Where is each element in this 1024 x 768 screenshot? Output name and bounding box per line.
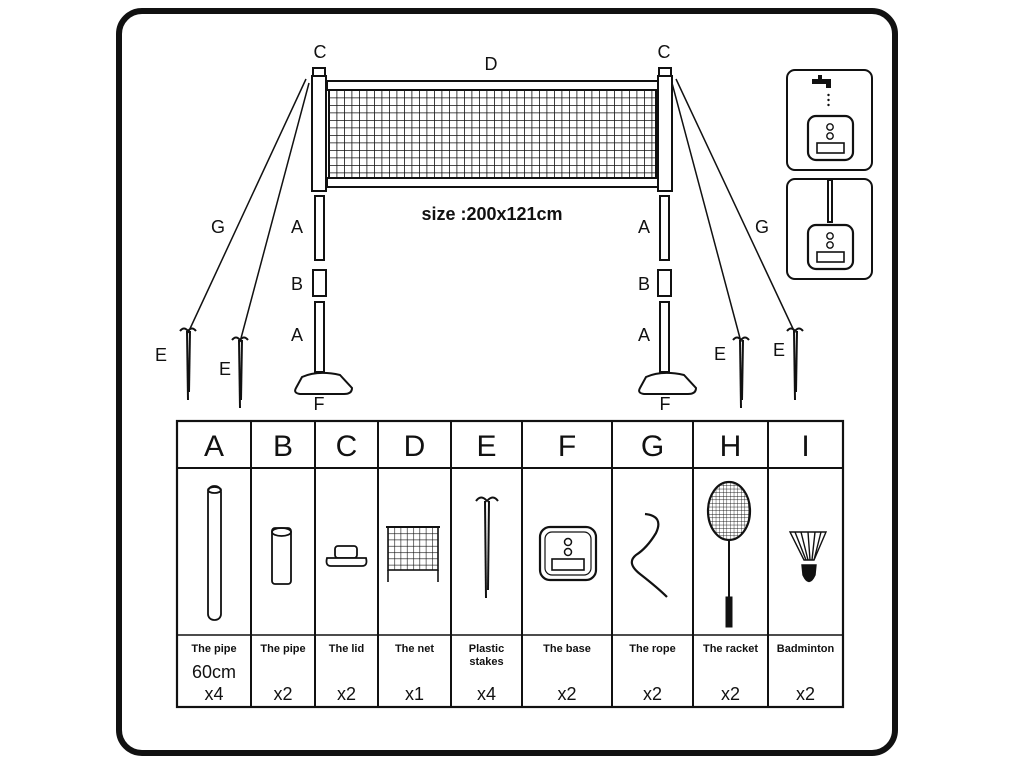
guy-ropes	[187, 78, 796, 343]
diagram-frame	[116, 8, 898, 756]
part-quantity: x4	[477, 684, 496, 704]
size-caption: size :200x121cm	[421, 204, 562, 224]
base-pole-icon	[806, 223, 855, 271]
left-pole-top	[311, 75, 327, 192]
shuttlecock-icon	[788, 531, 828, 583]
part-quantity: x2	[721, 684, 740, 704]
column-header-letter: F	[558, 430, 576, 463]
left-base	[294, 371, 354, 395]
label-g-right: G	[755, 217, 769, 237]
column-header-letter: E	[476, 430, 496, 463]
part-quantity: x1	[405, 684, 424, 704]
label-a-left-lower: A	[291, 325, 303, 345]
tap-icon	[812, 75, 831, 107]
base-fill-instructions	[786, 69, 873, 280]
label-e-right-outer: E	[773, 340, 785, 360]
stake-icon	[475, 496, 499, 599]
table-border	[175, 419, 845, 709]
part-quantity: x2	[557, 684, 576, 704]
net-icon	[386, 526, 440, 582]
part-name: stakes	[469, 656, 503, 668]
column-header-letter: C	[336, 430, 358, 463]
pole-icon	[827, 179, 833, 223]
label-e-left-inner: E	[219, 359, 231, 379]
right-lid	[658, 67, 672, 77]
assembly-labels: C C D G G A B A A B A E E E E F F size :…	[155, 42, 785, 414]
lid-icon	[325, 545, 368, 567]
part-quantity: x2	[796, 684, 815, 704]
racket-icon	[706, 480, 752, 628]
short-pipe-icon	[271, 527, 292, 585]
part-quantity: x2	[337, 684, 356, 704]
column-dividers	[250, 421, 769, 707]
rope-icon	[630, 512, 668, 598]
label-a-right-upper: A	[638, 217, 650, 237]
label-g-left: G	[211, 217, 225, 237]
part-extras: 60cm	[192, 662, 236, 682]
column-header-letter: A	[204, 430, 224, 463]
net-top-band	[326, 80, 659, 91]
right-pipe-a-lower	[659, 301, 670, 373]
label-a-left-upper: A	[291, 217, 303, 237]
left-pipe-b	[312, 269, 327, 297]
part-name: The racket	[703, 643, 758, 655]
right-base	[638, 371, 698, 395]
part-name: Plastic	[469, 643, 504, 655]
column-header-letter: H	[720, 430, 742, 463]
label-b-right: B	[638, 274, 650, 294]
column-header-letter: G	[641, 430, 664, 463]
parts-table: A B C D E F G H I The pipe The pipe The lid The net…	[175, 419, 845, 709]
label-e-left-outer: E	[155, 345, 167, 365]
column-header-letter: D	[404, 430, 426, 463]
part-name: The pipe	[191, 643, 236, 655]
part-quantity: x2	[643, 684, 662, 704]
part-quantities: x4 x2 x2 x1 x4 x2 x2 x2 x2	[204, 684, 815, 704]
part-name: The rope	[629, 643, 675, 655]
label-c-left: C	[314, 42, 327, 62]
part-name: The pipe	[260, 643, 305, 655]
right-pipe-a-upper	[659, 195, 670, 261]
long-pipe-icon	[207, 485, 222, 621]
column-headers: A B C D E F G H I	[204, 430, 810, 463]
label-f-right: F	[660, 394, 671, 414]
net-assembly	[179, 67, 804, 409]
column-header-letter: I	[801, 430, 809, 463]
label-c-right: C	[658, 42, 671, 62]
net-bottom-band	[326, 177, 659, 188]
stake-right-inner	[732, 336, 750, 409]
part-length: 60cm	[192, 662, 236, 682]
column-header-letter: B	[273, 430, 293, 463]
base-icon	[538, 525, 598, 582]
part-name: The base	[543, 643, 591, 655]
part-names: The pipe The pipe The lid The net Plasticsta…	[191, 643, 834, 668]
left-pipe-a-upper	[314, 195, 325, 261]
part-name: Badminton	[777, 643, 835, 655]
base-water-icon	[806, 114, 855, 162]
part-quantity: x4	[204, 684, 223, 704]
net-mesh	[328, 89, 657, 179]
stake-left-inner	[231, 336, 249, 409]
label-e-right-inner: E	[714, 344, 726, 364]
label-a-right-lower: A	[638, 325, 650, 345]
part-name: The lid	[329, 643, 364, 655]
stake-right-outer	[786, 327, 804, 401]
stake-left-outer	[179, 327, 197, 401]
right-pole-top	[657, 75, 673, 192]
part-name: The net	[395, 643, 434, 655]
label-f-left: F	[314, 394, 325, 414]
left-pipe-a-lower	[314, 301, 325, 373]
left-lid	[312, 67, 326, 77]
label-b-left: B	[291, 274, 303, 294]
label-d: D	[485, 54, 498, 74]
right-pipe-b	[657, 269, 672, 297]
part-quantity: x2	[273, 684, 292, 704]
